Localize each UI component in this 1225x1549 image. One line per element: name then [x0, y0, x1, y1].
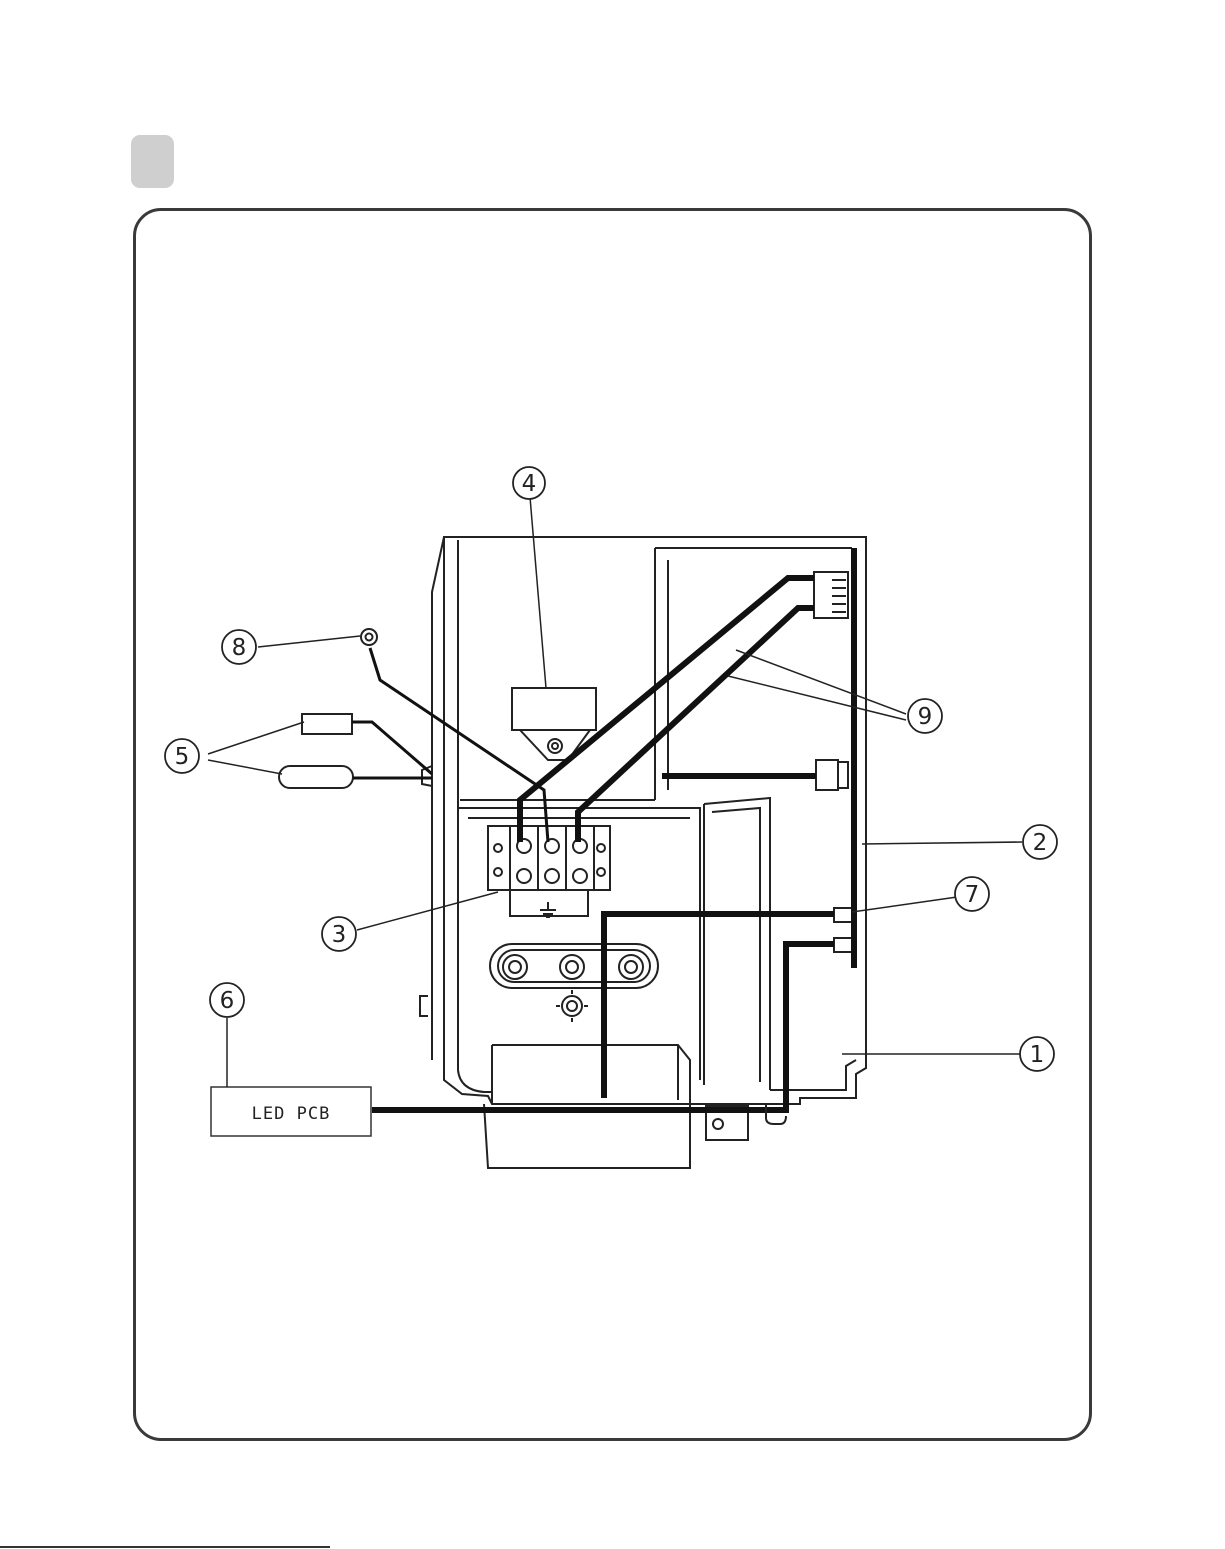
thermistor-sensors [279, 714, 432, 788]
callout-9-label: 9 [918, 704, 933, 730]
callout-2-label: 2 [1033, 830, 1048, 856]
callout-3: 3 [322, 917, 356, 951]
callout-1: 1 [1020, 1037, 1054, 1071]
leader-lines [208, 497, 1022, 1087]
grommet-strip [490, 944, 658, 1022]
callout-5-label: 5 [175, 744, 190, 770]
callout-7-label: 7 [965, 882, 980, 908]
callout-3-label: 3 [332, 922, 347, 948]
callout-2: 2 [1023, 825, 1057, 859]
callout-4-label: 4 [522, 471, 537, 497]
led-pcb-label: LED PCB [252, 1104, 331, 1124]
led-pcb: LED PCB [211, 1087, 371, 1136]
control-box-housing [420, 537, 866, 1168]
callout-9: 9 [908, 699, 942, 733]
callout-6-label: 6 [220, 988, 235, 1014]
callout-1-label: 1 [1030, 1042, 1045, 1068]
callout-8: 8 [222, 630, 256, 664]
callout-5: 5 [165, 739, 199, 773]
footer-rule [0, 1546, 330, 1548]
callout-6: 6 [210, 983, 244, 1017]
connectors [814, 572, 852, 952]
ground-terminal [361, 629, 377, 645]
callout-8-label: 8 [232, 635, 247, 661]
callout-4: 4 [513, 467, 545, 499]
callout-7: 7 [955, 877, 989, 911]
